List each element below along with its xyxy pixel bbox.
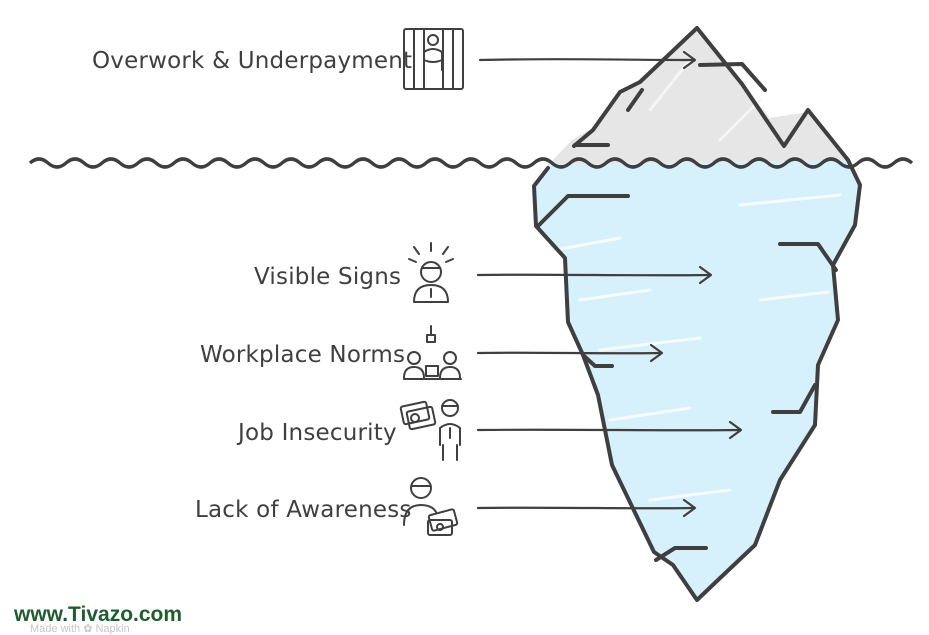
arrow-lack-of-awareness <box>476 498 697 518</box>
watermark: www.Tivazo.com <box>14 603 183 626</box>
person-with-cash-icon <box>403 477 459 536</box>
label-workplace-norms: Workplace Norms <box>200 342 406 368</box>
coworkers-at-laptops-icon <box>403 325 462 380</box>
label-job-insecurity: Job Insecurity <box>238 420 397 446</box>
label-visible-signs: Visible Signs <box>254 264 402 290</box>
jail-bars-person-icon <box>403 28 464 90</box>
arrow-workplace-norms <box>476 343 664 363</box>
iceberg-outline <box>532 26 862 602</box>
iceberg-body <box>534 160 860 600</box>
water-line <box>28 157 914 169</box>
arrow-visible-signs <box>476 265 713 285</box>
label-overwork-underpayment: Overwork & Underpayment <box>92 48 413 74</box>
person-with-money-icon <box>399 399 461 461</box>
stressed-person-icon <box>408 242 454 303</box>
arrow-job-insecurity <box>476 420 743 440</box>
arrow-top <box>478 50 697 70</box>
label-lack-of-awareness: Lack of Awareness <box>195 497 412 523</box>
ice-texture <box>553 193 842 502</box>
